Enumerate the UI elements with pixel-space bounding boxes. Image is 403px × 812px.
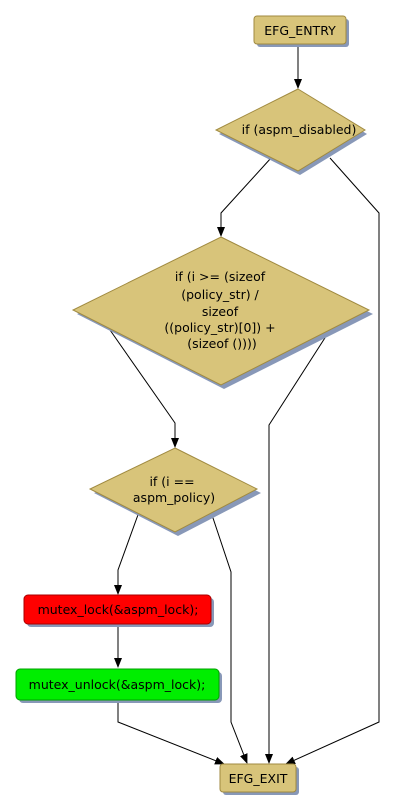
edges [109,44,380,765]
policy-check-decision-label: if (i == aspm_policy) [133,474,215,505]
bounds-check-line-2: (policy_str) / [181,287,259,302]
edge-aspm-disabled-to-exit [285,157,380,765]
entry-node-box [253,15,347,45]
edge-bounds-check-to-exit [265,329,331,764]
aspm-disabled-decision[interactable]: if (aspm_disabled) [214,88,367,175]
bounds-check-line-3: sizeof [202,304,239,319]
mutex-unlock-node[interactable]: mutex_unlock(&aspm_lock); [15,668,222,703]
bounds-check-line-5: (sizeof ()))) [187,336,257,351]
entry-node-label: EFG_ENTRY [264,23,336,38]
policy-check-line-2: aspm_policy) [133,490,215,505]
edge-mutex-unlock-to-exit [117,699,225,765]
bounds-check-decision-shape [71,236,371,386]
edge-aspm-disabled-to-bounds-check [217,157,272,237]
mutex-lock-node-label: mutex_lock(&aspm_lock); [38,602,199,617]
bounds-check-decision-label: if (i >= (sizeof (policy_str) / sizeof (… [164,269,279,351]
edge-policy-check-to-exit [210,511,248,764]
entry-node[interactable]: EFG_ENTRY [253,15,349,47]
aspm-disabled-decision-shape [214,88,366,172]
bounds-check-line-1: if (i >= (sizeof [175,269,266,284]
mutex-lock-node[interactable]: mutex_lock(&aspm_lock); [23,594,214,627]
bounds-check-line-4: ((policy_str)[0]) + [164,320,275,335]
policy-check-line-1: if (i == [149,474,194,489]
exit-node[interactable]: EFG_EXIT [219,763,299,795]
bounds-check-decision[interactable]: if (i >= (sizeof (policy_str) / sizeof (… [71,236,373,389]
edge-policy-check-to-mutex-lock [114,511,140,595]
edge-bounds-check-to-policy-check [109,329,179,448]
exit-node-label: EFG_EXIT [229,771,288,786]
aspm-disabled-decision-label: if (aspm_disabled) [242,122,357,137]
policy-check-decision-shape [88,447,259,533]
policy-check-decision[interactable]: if (i == aspm_policy) [88,447,261,536]
mutex-unlock-node-label: mutex_unlock(&aspm_lock); [29,677,206,692]
mutex-lock-node-box [23,594,212,625]
mutex-unlock-node-box [15,668,220,701]
exit-node-box [219,763,297,793]
